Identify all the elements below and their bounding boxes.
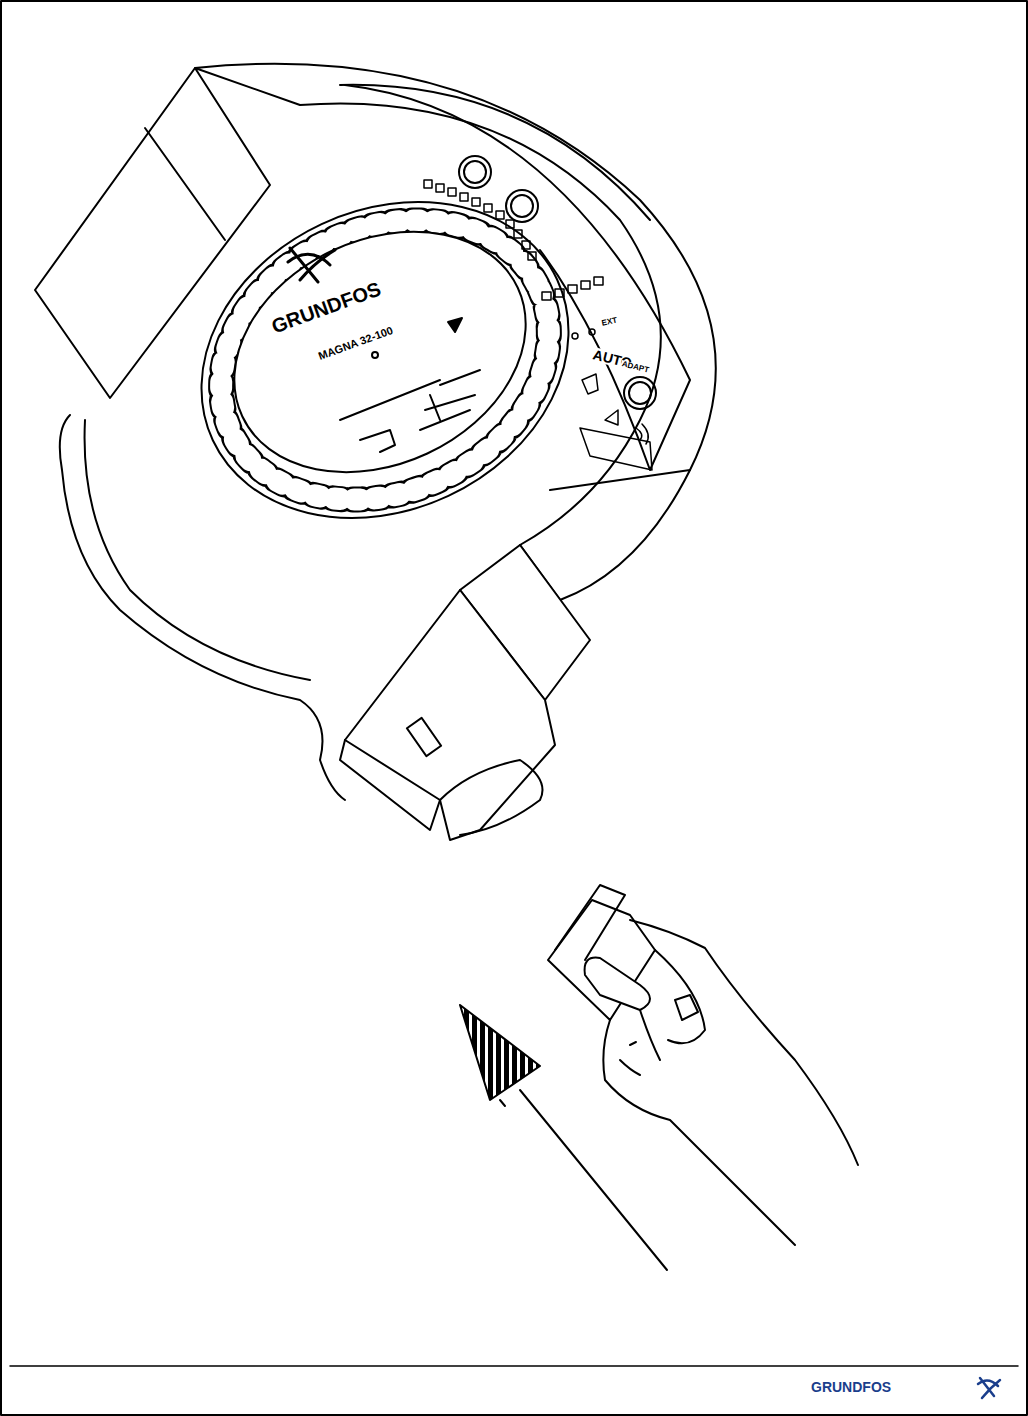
mode-text: ADAPT [620,360,651,375]
panel-text: EXT [600,316,619,327]
logo-text: GRUNDFOS [810,1380,892,1394]
